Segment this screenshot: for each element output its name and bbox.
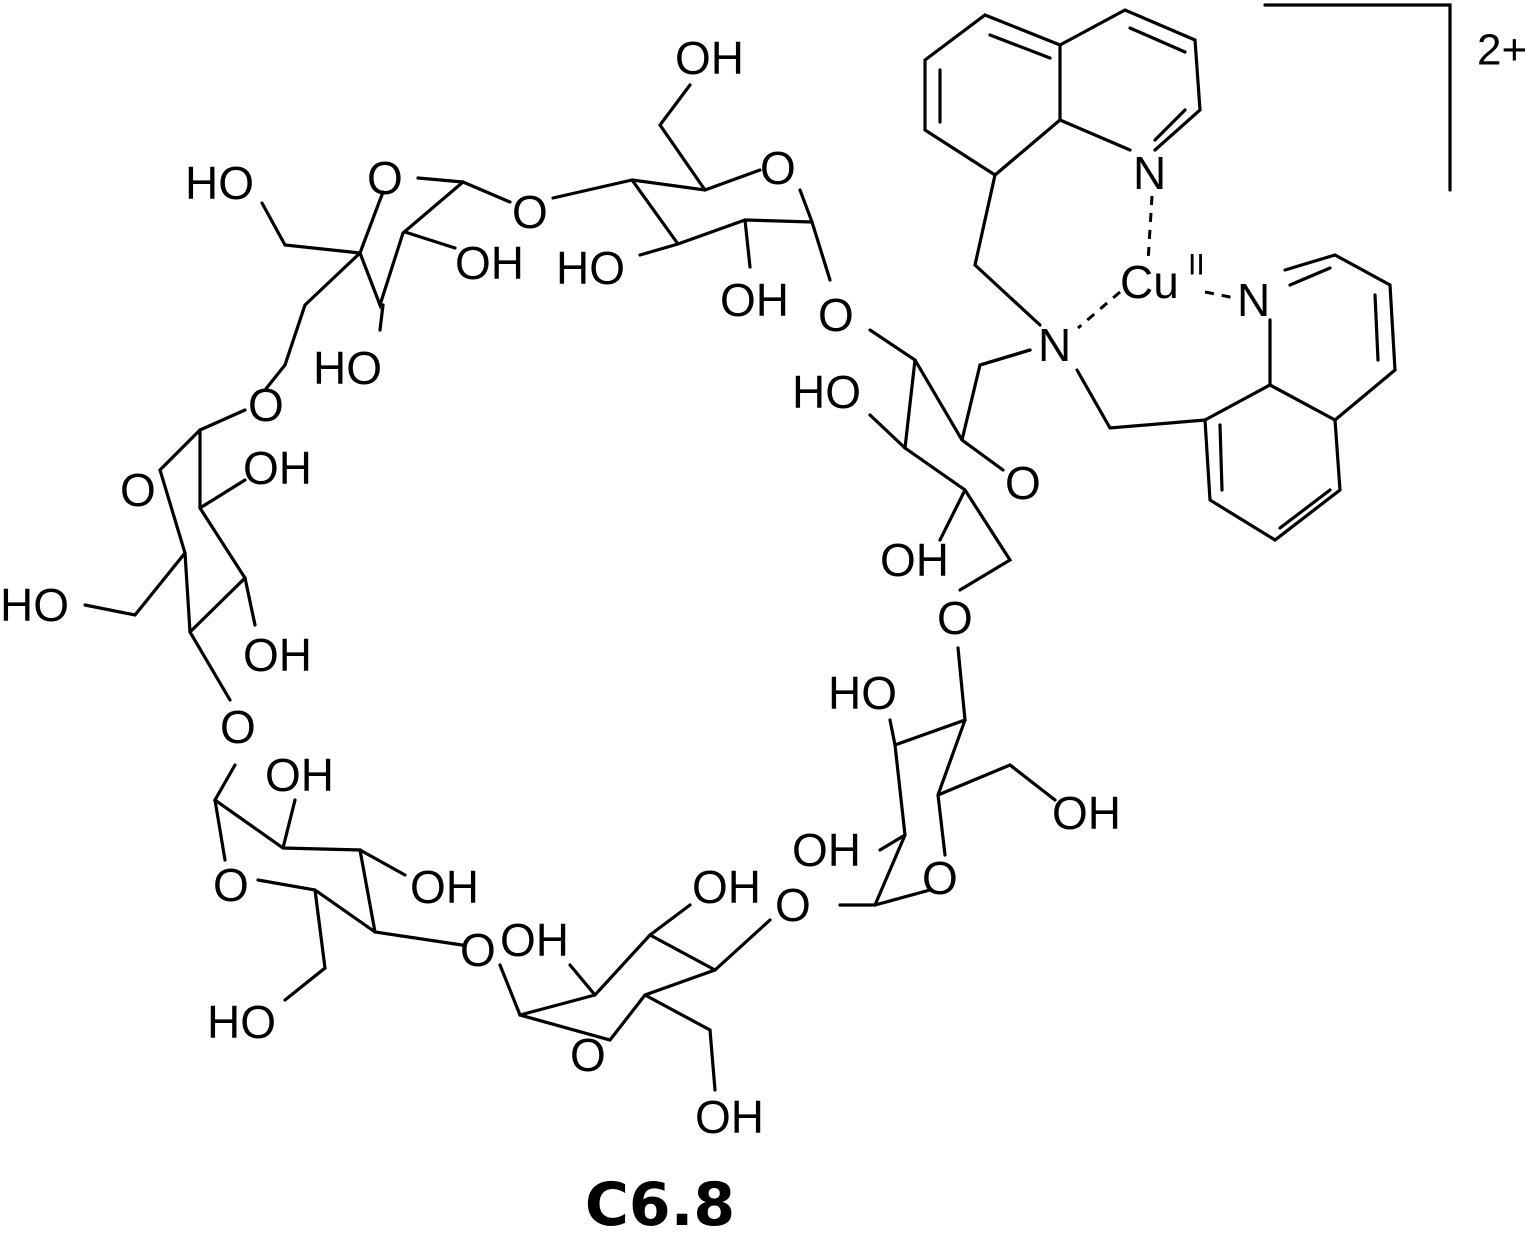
hydroxyl-label: OH — [265, 749, 334, 801]
ring-oxygen-label: O — [120, 464, 156, 516]
ring-oxygen-label: O — [1005, 457, 1041, 509]
quinoline-nitrogen-label: N — [1237, 274, 1270, 326]
hydroxyl-label: OH — [692, 861, 761, 913]
glycosidic-oxygen-label: O — [818, 289, 854, 341]
hydroxyl-label: HO — [313, 342, 382, 394]
glycosidic-oxygen-label: O — [937, 592, 973, 644]
hydroxyl-label: OH — [695, 1091, 764, 1143]
ring-oxygen-label: O — [922, 852, 958, 904]
hydroxyl-label: HO — [185, 157, 254, 209]
glycosidic-oxygen-label: O — [775, 879, 811, 931]
amine-nitrogen-label: N — [1038, 319, 1071, 371]
ring-oxygen-label: O — [213, 859, 249, 911]
hydroxyl-label: OH — [410, 861, 479, 913]
atom-labels: HO O OH HO O OH O HO OH O HO O OH O HO O… — [0, 26, 1527, 1144]
hydroxyl-label: HO — [828, 667, 897, 719]
glycosidic-oxygen-label: O — [248, 379, 284, 431]
glycosidic-oxygen-label: O — [512, 186, 548, 238]
ring-oxygen-label: O — [367, 152, 403, 204]
glycosidic-oxygen-label: O — [460, 924, 496, 976]
hydroxyl-label: OH — [243, 442, 312, 494]
hydroxyl-label: OH — [792, 824, 861, 876]
copper-label: Cu — [1120, 256, 1179, 308]
hydroxyl-label: OH — [243, 629, 312, 681]
hydroxyl-label: OH — [455, 237, 524, 289]
charge-label: 2+ — [1477, 26, 1527, 75]
copper-oxidation-state: II — [1188, 249, 1205, 282]
compound-label: C6.8 — [584, 1170, 736, 1240]
bond-lines — [83, 3, 1452, 1092]
coordination-bonds — [1077, 195, 1236, 330]
hydroxyl-label: OH — [1052, 787, 1121, 839]
hydroxyl-label: HO — [556, 242, 625, 294]
quinoline-nitrogen-label: N — [1133, 147, 1166, 199]
hydroxyl-label: OH — [500, 914, 569, 966]
ring-oxygen-label: O — [570, 1029, 606, 1081]
hydroxyl-label: OH — [880, 534, 949, 586]
hydroxyl-label: OH — [675, 32, 744, 84]
glycosidic-oxygen-label: O — [220, 701, 256, 753]
ring-oxygen-label: O — [760, 142, 796, 194]
hydroxyl-label: HO — [792, 366, 861, 418]
hydroxyl-label: HO — [207, 996, 276, 1048]
hydroxyl-label: HO — [0, 579, 69, 631]
hydroxyl-label: OH — [720, 274, 789, 326]
